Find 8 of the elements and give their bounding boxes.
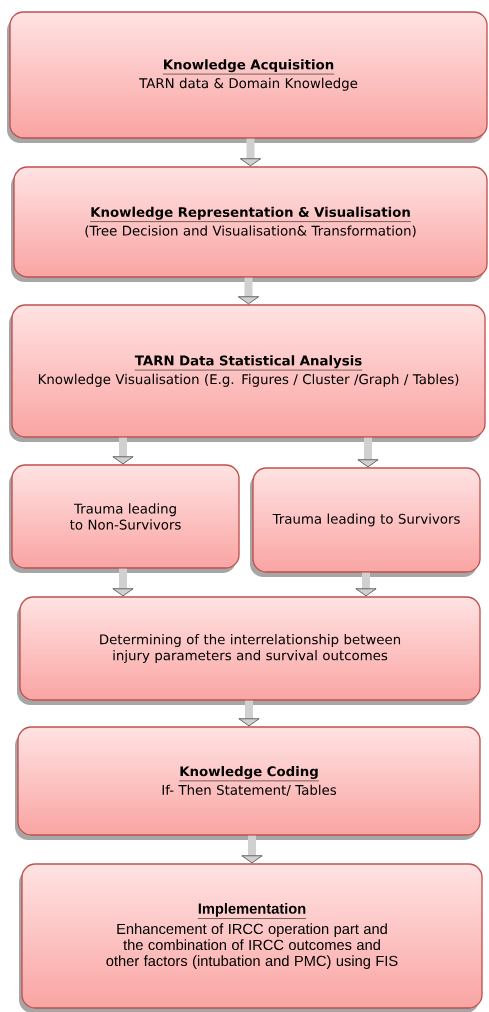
process-box: Trauma leading to Non-Survivors — [9, 464, 240, 573]
process-box: TARN Data Statistical Analysis Knowledge Visualisation (E.g. Figures / Cluster /Graph / Tables) — [9, 304, 486, 442]
process-box: Trauma leading to Survivors — [250, 467, 481, 577]
process-box: Implementation Enhancement of IRCC operation part and the combination of IRCC outcomes and other factors (intubation and PMC) using FIS — [19, 863, 483, 1012]
process-box: Determining of the interrelationship between injury parameters and survival outcomes — [17, 596, 481, 705]
process-box: Knowledge Acquisition TARN data & Domain Knowledge — [7, 11, 488, 143]
process-box: Knowledge Representation & Visualisation (Tree Decision and Visualisation& Transformation) — [11, 166, 488, 282]
process-box: Knowledge Coding If- Then Statement/ Tables — [15, 726, 481, 840]
